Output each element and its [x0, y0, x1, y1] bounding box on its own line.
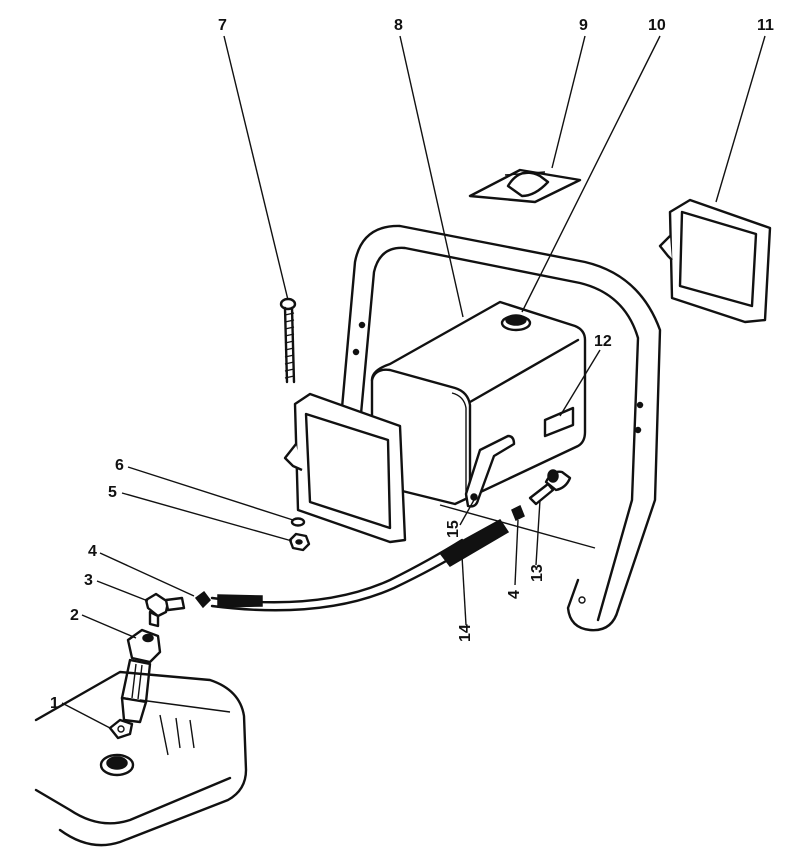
callout-14: 14 — [457, 624, 474, 642]
callout-15: 15 — [445, 520, 462, 538]
callout-6: 6 — [115, 457, 124, 474]
callout-labels: 7 8 9 10 11 12 6 5 4 3 2 1 15 4 13 14 — [50, 17, 774, 712]
mounting-pad-right — [658, 198, 772, 324]
fuel-line — [210, 519, 510, 612]
callout-11: 11 — [757, 17, 774, 34]
callout-9: 9 — [579, 17, 588, 34]
washer — [290, 517, 306, 527]
handle-frame — [330, 224, 662, 632]
callout-8: 8 — [394, 17, 403, 34]
fuel-tank — [370, 300, 587, 508]
gasket — [108, 718, 134, 740]
leader-lines — [61, 35, 766, 729]
callout-7: 7 — [218, 17, 227, 34]
mounting-pad-left — [283, 392, 407, 544]
shutoff-valve — [528, 469, 572, 506]
nut — [288, 532, 311, 552]
callout-4b: 4 — [506, 590, 523, 599]
callout-10: 10 — [648, 17, 666, 34]
tank-strap — [468, 168, 582, 204]
callout-5: 5 — [108, 484, 117, 501]
callout-2: 2 — [70, 607, 79, 624]
engine-fuel-tank — [34, 670, 248, 847]
elbow-fitting — [144, 592, 186, 628]
callout-1: 1 — [50, 695, 59, 712]
callout-3: 3 — [84, 572, 93, 589]
fuel-filter — [120, 628, 162, 724]
callout-12: 12 — [594, 333, 612, 350]
hose-clamp-right — [511, 504, 525, 522]
hose-clamp-left — [194, 590, 211, 609]
bolt — [279, 297, 297, 384]
callout-4a: 4 — [88, 543, 97, 560]
callout-13: 13 — [529, 564, 546, 582]
